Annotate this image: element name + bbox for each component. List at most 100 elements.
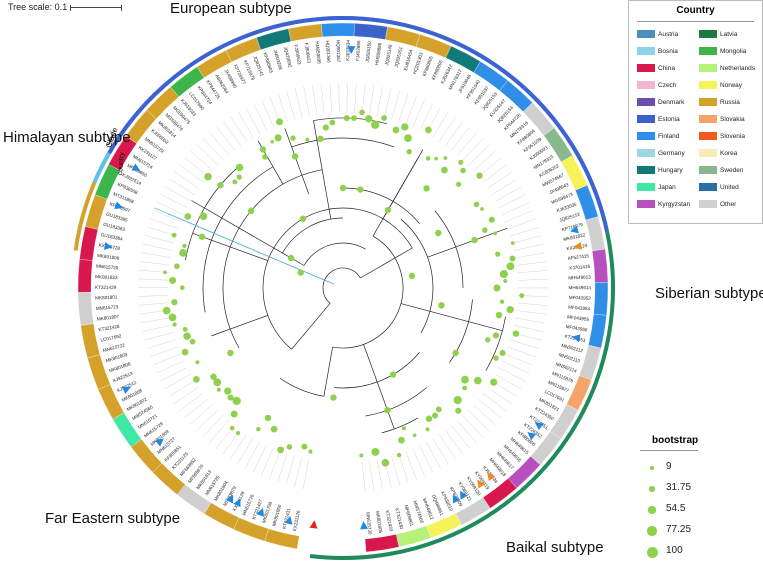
leaf-connector (294, 458, 301, 487)
leaf-connector (165, 374, 191, 389)
leaf-connector (473, 405, 495, 425)
country-ring-segment (354, 23, 388, 39)
bootstrap-node (227, 394, 233, 400)
tree-branch-radial (211, 315, 267, 336)
leaf-connector (377, 87, 383, 116)
bootstrap-node (476, 172, 482, 178)
bootstrap-node (407, 149, 412, 154)
bootstrap-node (496, 312, 502, 318)
bootstrap-node (265, 415, 271, 421)
bootstrap-node (262, 154, 268, 160)
leaf-connector (463, 416, 484, 438)
leaf-connector (165, 187, 191, 202)
leaf-label: MK801822 (563, 232, 586, 242)
bootstrap-node (357, 186, 363, 192)
leaf-connector (515, 253, 545, 258)
bootstrap-node (301, 444, 307, 450)
leaf-connector (463, 138, 484, 160)
leaf-connector (286, 456, 294, 485)
bootstrap-legend-title: bootstrap (652, 435, 698, 446)
bootstrap-value-label: 100 (666, 545, 683, 556)
bootstrap-node (409, 273, 415, 279)
bootstrap-node (277, 446, 284, 453)
country-name: Czech (658, 82, 676, 89)
leaf-connector (362, 84, 365, 114)
leaf-connector (439, 117, 455, 142)
bootstrap-node (500, 270, 508, 278)
leaf-connector (362, 462, 365, 492)
leaf-label: KT321428 (98, 324, 120, 333)
leaf-connector (391, 91, 399, 120)
leaf-connector (191, 151, 213, 171)
bootstrap-node (231, 411, 238, 418)
leaf-label: KT321433 (385, 510, 394, 532)
country-ring-segment (288, 24, 322, 42)
leaf-connector (517, 262, 547, 266)
country-swatch (699, 132, 717, 140)
leaf-connector (517, 303, 547, 306)
leaf-connector (369, 85, 374, 115)
bootstrap-node (519, 293, 524, 298)
bootstrap-size-dot (649, 486, 655, 492)
country-ring-segment (81, 324, 100, 358)
leaf-connector (369, 461, 374, 491)
country-swatch (699, 64, 717, 72)
leaf-connector (433, 438, 448, 464)
leaf-connector (399, 94, 409, 122)
bootstrap-node (460, 168, 465, 173)
leaf-connector (514, 325, 543, 331)
country-legend-item: Netherlands (699, 64, 755, 73)
bootstrap-node (359, 454, 363, 458)
bootstrap-node (308, 450, 312, 454)
leaf-connector (347, 83, 348, 113)
leaf-connector (406, 97, 417, 125)
leaf-connector (303, 460, 309, 489)
country-name: Sweden (720, 167, 744, 174)
tree-branch-radial (191, 201, 304, 266)
tree-branch-arc (366, 388, 427, 416)
leaf-connector (269, 451, 280, 479)
leaf-connector (468, 145, 489, 166)
country-ring-segment (592, 249, 608, 282)
bootstrap-node (224, 387, 231, 394)
bootstrap-node (236, 431, 240, 435)
bootstrap-node (493, 232, 497, 236)
leaf-connector (147, 227, 176, 236)
leaf-connector (238, 438, 253, 464)
bootstrap-size-dot (650, 466, 654, 470)
country-name: Netherlands (720, 65, 755, 72)
leaf-connector (138, 295, 168, 296)
bootstrap-node (171, 299, 177, 305)
country-legend-item: Czech (637, 81, 676, 90)
bootstrap-node (455, 408, 461, 414)
bootstrap-node (500, 299, 504, 303)
country-swatch (637, 81, 655, 89)
leaf-connector (147, 340, 176, 349)
tree-branch-arc (282, 218, 343, 253)
leaf-label: MN615730 (365, 512, 372, 535)
country-name: Japan (658, 184, 676, 191)
leaf-label: MH649614 (569, 285, 592, 290)
siberian-subtype-label: Siberian subtype (655, 285, 763, 302)
bootstrap-value-label: 31.75 (666, 482, 691, 493)
bootstrap-node (169, 277, 176, 284)
leaf-label: MN615720 (96, 264, 119, 271)
leaf-connector (495, 374, 521, 389)
bootstrap-node (292, 153, 298, 159)
leaf-label: MF043954 (568, 305, 591, 312)
leaf-connector (512, 236, 541, 244)
country-ring-segment (78, 259, 92, 292)
leaf-label: MK801806 (97, 253, 120, 261)
tree-branch-arc (343, 188, 420, 224)
leaf-connector (510, 227, 539, 236)
bootstrap-node (426, 156, 431, 161)
bootstrap-node (172, 233, 177, 238)
bootstrap-node (256, 427, 260, 431)
bootstrap-node (390, 371, 396, 377)
leaf-label: JQ429592 (283, 46, 293, 68)
bootstrap-node (217, 182, 223, 188)
bootstrap-node (493, 355, 498, 360)
tree-branch-radial (401, 304, 502, 331)
